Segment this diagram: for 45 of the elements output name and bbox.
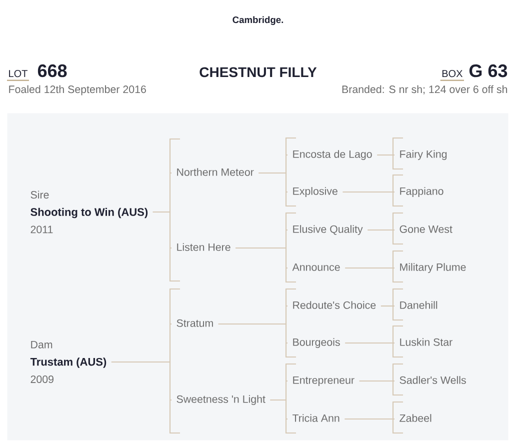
parent-label: Sire Shooting to Win (AUS) 2011 [30, 190, 148, 234]
connector-line [342, 191, 394, 193]
connector-line [368, 229, 394, 231]
horse-name: Luskin Star [400, 338, 452, 346]
horse-name: Explosive [293, 187, 338, 198]
lot-number: 668 [38, 64, 67, 78]
horse-name: Military Plume [400, 263, 466, 274]
connector-line [236, 247, 288, 269]
stall-number: G 63 [469, 64, 508, 78]
title: CHESTNUT FILLY [200, 67, 317, 78]
horse-name: Elusive Quality [293, 225, 363, 236]
panel [7, 113, 508, 440]
horse-name: Stratum [176, 319, 213, 327]
connector-line [111, 361, 172, 401]
horse-name: Tricia Ann [292, 414, 340, 422]
connector-line [152, 211, 172, 249]
horse-name: Listen Here [177, 243, 230, 251]
connector-line [344, 418, 394, 420]
connector-line [380, 305, 394, 307]
connector-line [258, 172, 288, 193]
stall-label: BOX [442, 70, 463, 78]
horse-name: Gone West [400, 225, 452, 233]
connector-line [345, 267, 394, 269]
connector-line [359, 380, 394, 382]
foaling-date: Foaled 12th September 2016 [9, 85, 146, 96]
lot-label: LOT [9, 70, 28, 78]
header-note: Cambridge. [232, 16, 284, 25]
horse-name: Danehill [400, 301, 438, 309]
connector-line [218, 323, 288, 344]
horse-name: Redoute's Choice [293, 301, 376, 309]
horse-name: Announce [292, 263, 340, 271]
horse-name: Sweetness 'n Light [176, 395, 266, 406]
parent-label: Dam Trustam (AUS) 2009 [30, 340, 106, 384]
horse-name: Sadler's Wells [400, 376, 466, 384]
horse-name: Fappiano [400, 187, 444, 198]
horse-name: Zabeel [400, 414, 432, 422]
connector-line [345, 342, 394, 344]
connector-line [270, 399, 288, 420]
horse-name: Fairy King [400, 150, 447, 160]
brand-note: Branded: S nr sh; 124 over 6 off sh [342, 85, 508, 94]
horse-name: Entrepreneur [293, 376, 354, 386]
connector-line [377, 154, 394, 156]
horse-name: Bourgeois [293, 338, 340, 348]
horse-name: Northern Meteor [177, 168, 254, 176]
horse-name: Encosta de Lago [293, 150, 372, 160]
